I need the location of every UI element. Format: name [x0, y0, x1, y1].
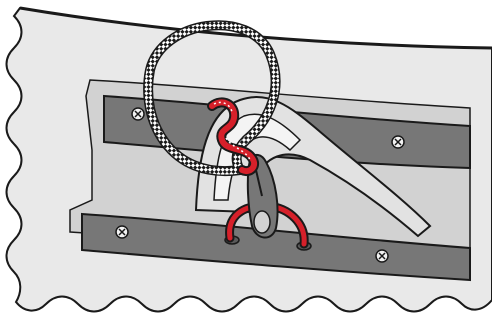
screw-icon: [116, 226, 128, 238]
screw-icon: [132, 108, 144, 120]
screw-icon: [376, 250, 388, 262]
screw-icon: [392, 136, 404, 148]
